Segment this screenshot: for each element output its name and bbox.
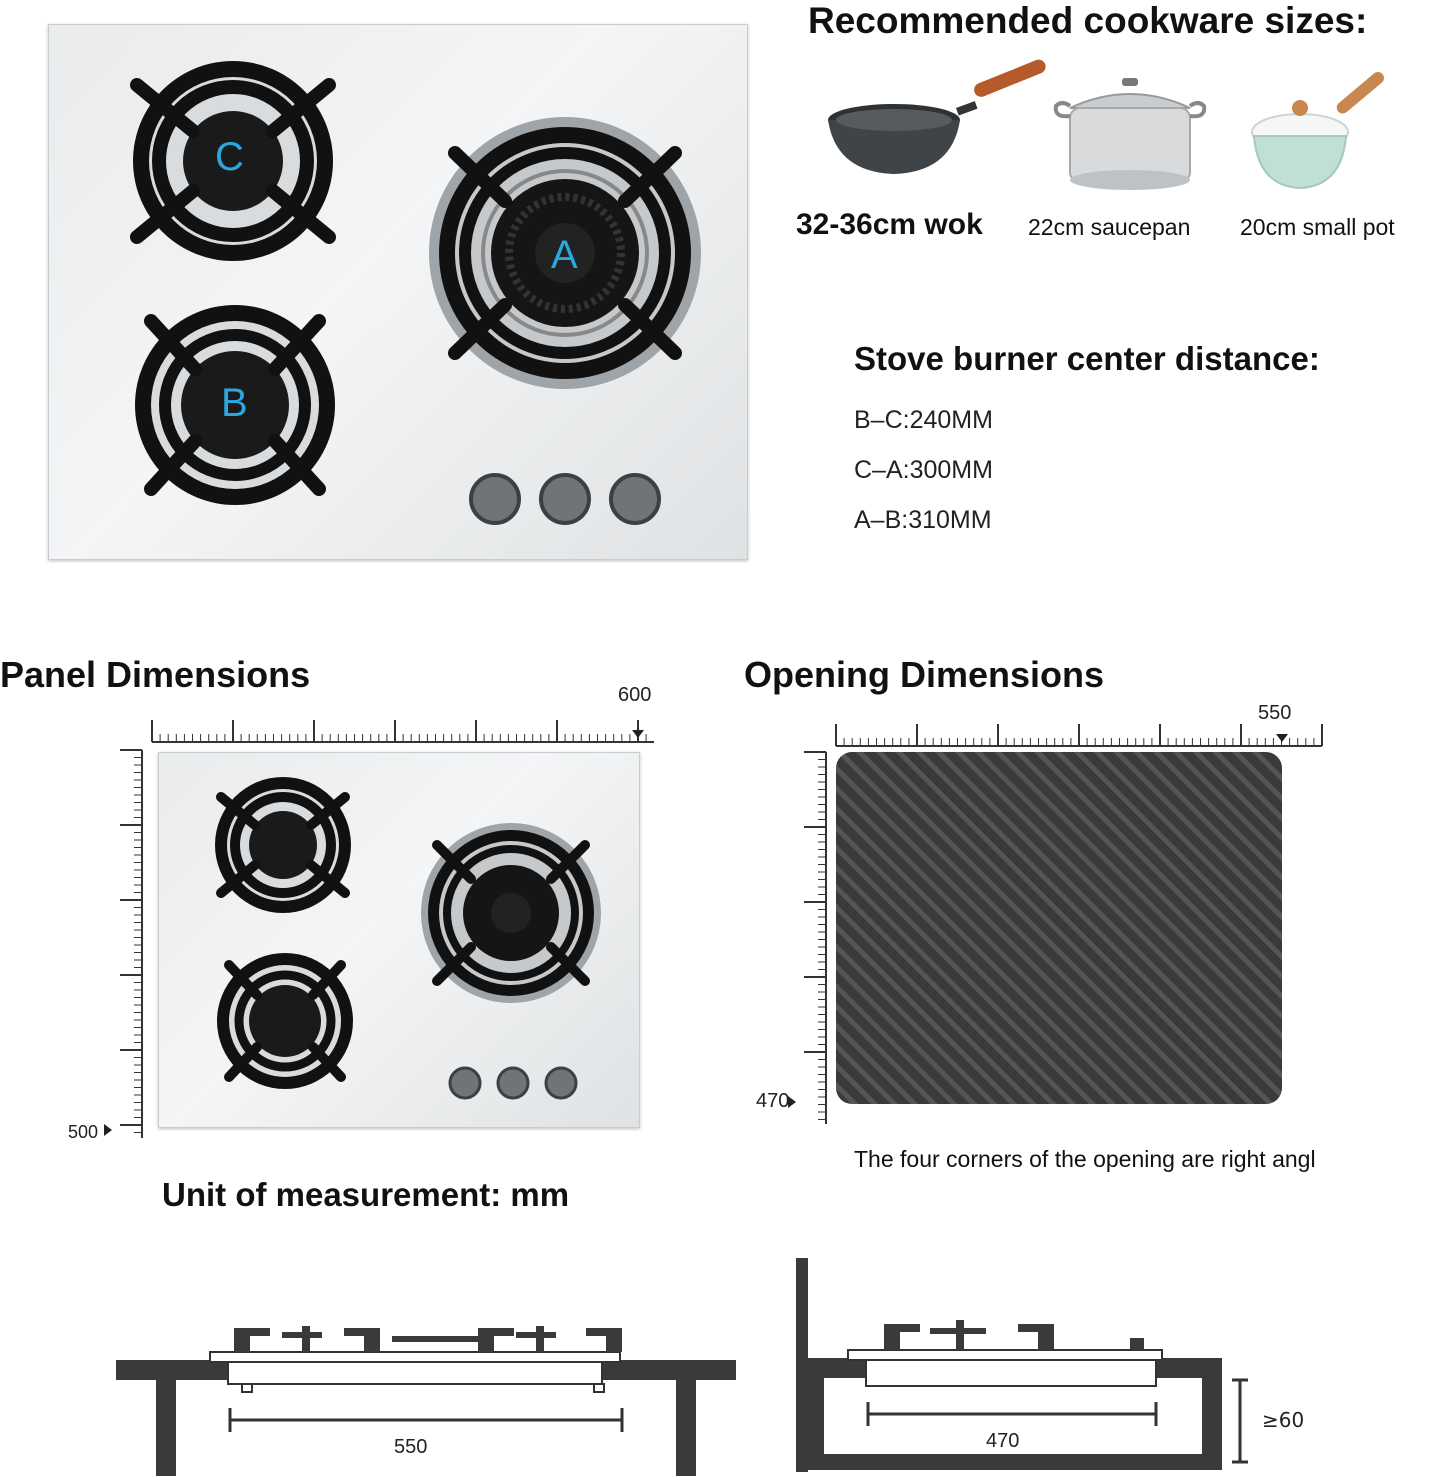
cookware-label-saucepan: 22cm saucepan <box>1028 214 1191 240</box>
burner-label-b: B <box>221 381 248 425</box>
control-knobs <box>469 473 661 525</box>
ruler-marker <box>1276 734 1288 742</box>
panel-stove-illustration <box>215 777 601 1100</box>
wok-icon <box>828 59 1046 174</box>
opening-dimensions-title: Opening Dimensions <box>744 654 1105 695</box>
panel-width-label: 600 <box>618 684 652 706</box>
front-width-label: 550 <box>394 1436 428 1458</box>
burner-a <box>429 117 701 389</box>
opening-width-label: 550 <box>1258 702 1292 724</box>
cookware-label-small-pot: 20cm small pot <box>1240 214 1395 240</box>
stove-top-photo: C A B <box>48 24 748 560</box>
distance-b-c: B–C:240MM <box>854 406 993 434</box>
knob-3 <box>609 473 661 525</box>
burner-b <box>135 305 335 505</box>
distance-title: Stove burner center distance: <box>854 340 1320 377</box>
burner-label-a: A <box>551 233 578 277</box>
ruler-marker <box>788 1096 796 1108</box>
panel-height-label: 500 <box>68 1122 99 1142</box>
knob-2 <box>539 473 591 525</box>
front-side-view <box>116 1326 736 1476</box>
opening-height-ruler <box>788 751 827 1124</box>
distance-c-a: C–A:300MM <box>854 456 993 484</box>
cookware-label-wok: 32-36cm wok <box>796 208 983 241</box>
saucepan-icon <box>1053 78 1207 190</box>
ruler-marker <box>632 730 644 738</box>
cookware-title: Recommended cookware sizes: <box>808 0 1368 41</box>
side-depth-label: 470 <box>986 1430 1020 1452</box>
opening-corner-note: The four corners of the opening are righ… <box>854 1146 1316 1172</box>
unit-of-measurement: Unit of measurement: mm <box>162 1176 570 1213</box>
opening-cutout <box>836 752 1282 1104</box>
burner-label-c: C <box>215 135 244 179</box>
ruler-marker <box>104 1124 112 1136</box>
burner-c <box>130 61 336 261</box>
distance-a-b: A–B:310MM <box>854 506 992 534</box>
small-pot-icon <box>1251 71 1384 190</box>
panel-height-ruler <box>104 749 143 1138</box>
min-height-label: ≥60 <box>1262 1408 1305 1432</box>
min-height-arrow <box>1232 1378 1248 1464</box>
stove-illustration <box>130 61 701 525</box>
knob-1 <box>469 473 521 525</box>
opening-height-label: 470 <box>756 1090 790 1112</box>
panel-dimensions-title: Panel Dimensions <box>0 654 311 695</box>
panel-dimensions-stove <box>158 752 640 1128</box>
depth-side-view <box>796 1258 1222 1472</box>
opening-width-ruler <box>835 724 1323 747</box>
panel-width-ruler <box>151 720 654 743</box>
